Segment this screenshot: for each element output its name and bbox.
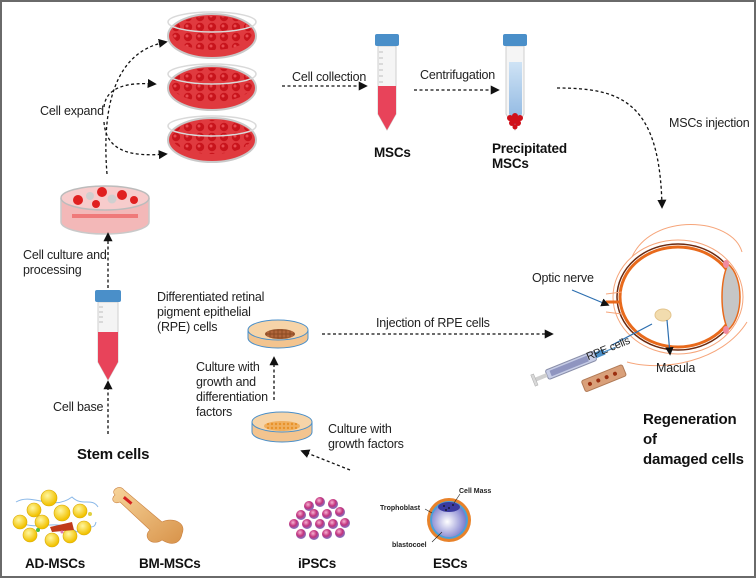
growth-factor-arrow <box>300 449 351 471</box>
centrifugation-label: Centrifugation <box>420 68 496 82</box>
culture-growth-label: Culture with growth factors <box>328 422 404 451</box>
source-label-ipscs: iPSCs <box>298 556 337 571</box>
needle-line <box>611 323 653 346</box>
cell-mass-label: Cell Mass <box>459 488 491 495</box>
rpe-cells-strip <box>581 364 627 392</box>
regeneration-title: Regeneration of damaged cells <box>643 411 744 468</box>
growth-factor-dish <box>251 411 313 443</box>
rpe-dish <box>247 319 309 349</box>
cell-expand-arrows <box>103 38 168 175</box>
source-label-bm-mscs: BM-MSCs <box>139 556 201 571</box>
cell-base-label: Cell base <box>53 400 104 414</box>
injection-rpe-label: Injection of RPE cells <box>376 316 490 330</box>
optic-nerve-pointer <box>571 289 610 307</box>
trophoblast-label: Trophoblast <box>380 505 421 512</box>
ipscs-image <box>289 497 350 540</box>
expanded-dish-3 <box>167 115 257 163</box>
macula-pointer <box>665 319 674 356</box>
source-label-escs: ESCs <box>433 556 468 571</box>
expanded-dish-2 <box>167 63 257 111</box>
differentiated-rpe-label: Differentiated retinal pigment epithelia… <box>157 290 265 334</box>
cell-culture-label: Cell culture and processing <box>23 248 107 277</box>
expanded-dish-1 <box>167 11 257 59</box>
mscs-injection-label: MSCs injection <box>669 116 750 130</box>
cell-expand-label: Cell expand <box>40 104 104 118</box>
source-label-ad-mscs: AD-MSCs <box>25 556 86 571</box>
mscs-tube <box>375 34 399 132</box>
eye-diagram <box>605 224 748 367</box>
precipitated-mscs-tube <box>503 34 527 132</box>
optic-nerve-label: Optic nerve <box>532 271 594 285</box>
precipitated-mscs-label: Precipitated MSCs <box>492 141 567 171</box>
cell-collection-label: Cell collection <box>292 70 367 84</box>
culture-dish <box>60 185 150 235</box>
blastocoel-label: blastocoel <box>392 542 427 549</box>
culture-growth-diff-label: Culture with growth and differentiation … <box>196 360 268 419</box>
escs-blastocyst: Cell Mass Trophoblast blastocoel <box>380 488 491 549</box>
syringe <box>530 346 616 387</box>
mscs-injection-arrow <box>556 87 667 209</box>
stem-cell-tube <box>95 290 121 382</box>
ad-mscs-image <box>12 489 99 548</box>
macula-label: Macula <box>656 361 696 375</box>
mscs-label: MSCs <box>374 145 411 160</box>
stem-cells-title: Stem cells <box>77 446 150 463</box>
bm-mscs-image <box>112 487 184 544</box>
